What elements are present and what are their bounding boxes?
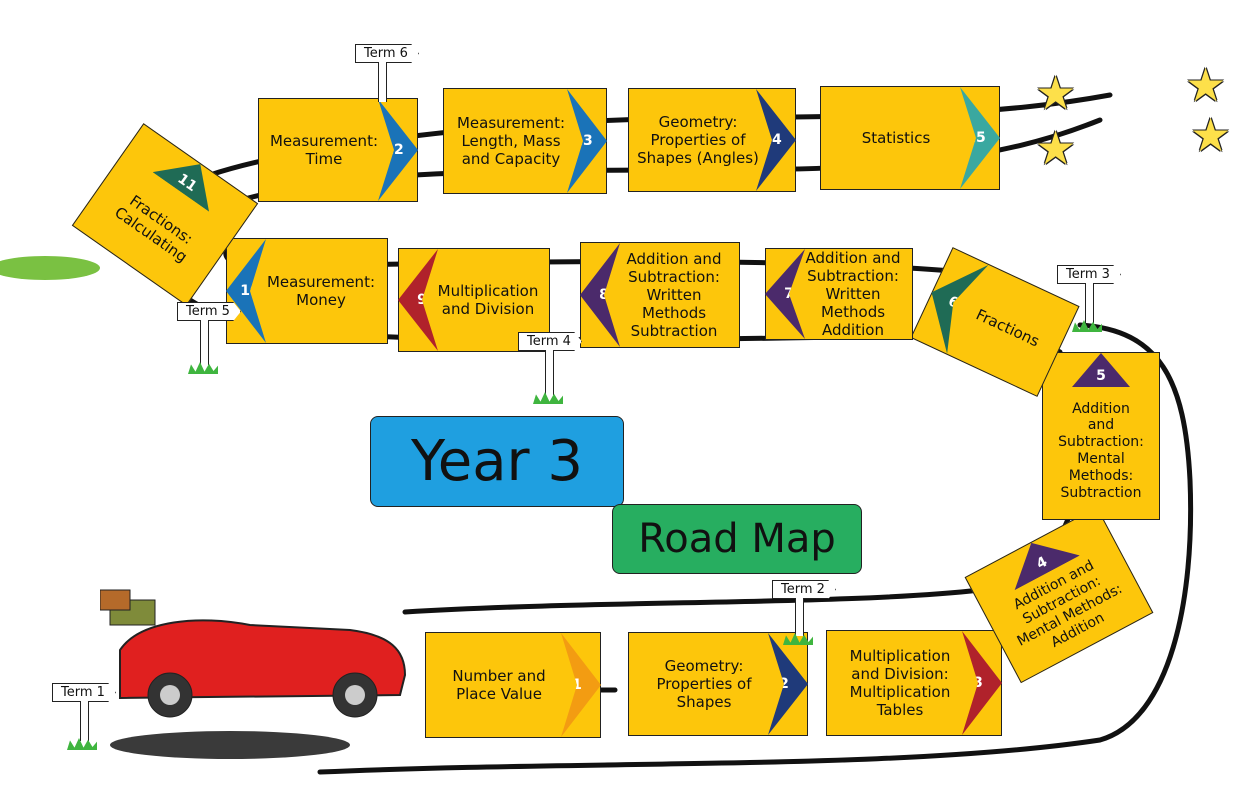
car-illustration <box>100 589 407 718</box>
unit-card-3[interactable]: 3 Multiplication and Division: Multiplica… <box>826 630 1002 736</box>
grass-patch <box>0 256 100 280</box>
road-edge-outer-bottom <box>317 322 1194 775</box>
unit-number: 7 <box>784 286 794 302</box>
term-sign-5: Term 5 <box>177 302 241 321</box>
unit-card-2[interactable]: 2 Geometry: Properties of Shapes <box>628 632 808 736</box>
unit-label: Measurement: Length, Mass and Capacity <box>456 114 566 168</box>
unit-number: 5 <box>1096 368 1106 384</box>
year-title: Year 3 <box>370 416 624 507</box>
unit-label: Addition and Subtraction: Mental Methods… <box>1058 400 1144 501</box>
term-post <box>795 598 804 636</box>
unit-label: Statistics <box>861 129 931 147</box>
term-sign-1: Term 1 <box>52 683 116 702</box>
unit-card-1[interactable]: 1 Number and Place Value <box>425 632 601 738</box>
unit-label: Number and Place Value <box>452 667 546 703</box>
car-shadow <box>110 731 350 759</box>
unit-label: Geometry: Properties of Shapes <box>656 657 752 711</box>
unit-number: 4 <box>1034 553 1051 573</box>
unit-number: 9 <box>417 292 427 308</box>
unit-number: 2 <box>779 676 789 692</box>
unit-number: 11 <box>174 170 200 196</box>
unit-label: Addition and Subtraction: Written Method… <box>626 250 722 340</box>
term-post <box>545 350 554 395</box>
term-post <box>1085 283 1094 323</box>
unit-card-8[interactable]: 8 Addition and Subtraction: Written Metho… <box>580 242 740 348</box>
term-sign-6: Term 6 <box>355 44 419 63</box>
term-post <box>378 62 387 102</box>
term-sign-3: Term 3 <box>1057 265 1121 284</box>
unit-label: Fractions <box>973 305 1043 351</box>
unit-number: 1 <box>572 677 582 693</box>
unit-label: Multiplication and Division: Multiplicat… <box>849 647 951 719</box>
unit-label: Measurement: Time <box>269 132 379 168</box>
star-icon: ★ <box>1190 108 1232 162</box>
unit-number-tab: 5 <box>1072 353 1130 387</box>
unit-label: Geometry: Properties of Shapes (Angles) <box>637 113 759 167</box>
star-icon: ★ <box>1035 121 1077 175</box>
road-map-title: Road Map <box>612 504 862 574</box>
unit-label: Addition and Subtraction: Written Method… <box>805 249 901 339</box>
term-post <box>80 701 89 741</box>
term-sign-2: Term 2 <box>772 580 836 599</box>
star-icon: ★ <box>1035 66 1077 120</box>
term-sign-4: Term 4 <box>518 332 582 351</box>
road-map-title-text: Road Map <box>638 516 836 562</box>
unit-label: Measurement: Money <box>266 273 376 309</box>
unit-number: 8 <box>599 287 609 303</box>
year-title-text: Year 3 <box>411 429 583 494</box>
star-icon: ★ <box>1185 58 1227 112</box>
unit-label: Multiplication and Division <box>437 282 539 318</box>
unit-number: 3 <box>973 675 983 691</box>
term-post <box>200 320 209 365</box>
unit-card-7[interactable]: 7 Addition and Subtraction: Written Metho… <box>765 248 913 340</box>
